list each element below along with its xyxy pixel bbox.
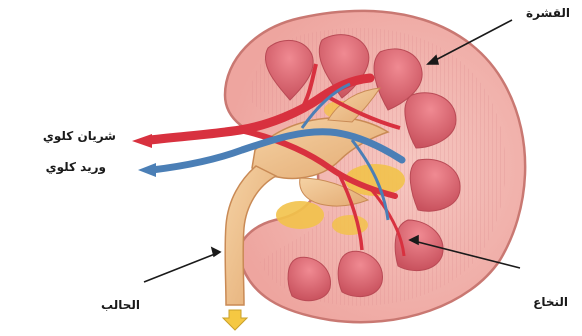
urine-flow-arrow — [223, 310, 247, 330]
medulla-label: النخاع — [533, 295, 568, 309]
ureter-label: الحالب — [101, 298, 140, 312]
renal-vein-label: وريد كلوي — [46, 160, 106, 174]
ureter-leader — [144, 252, 220, 282]
renal-artery-label: شريان كلوي — [43, 129, 116, 143]
cortex-label: القشرة — [526, 6, 570, 20]
